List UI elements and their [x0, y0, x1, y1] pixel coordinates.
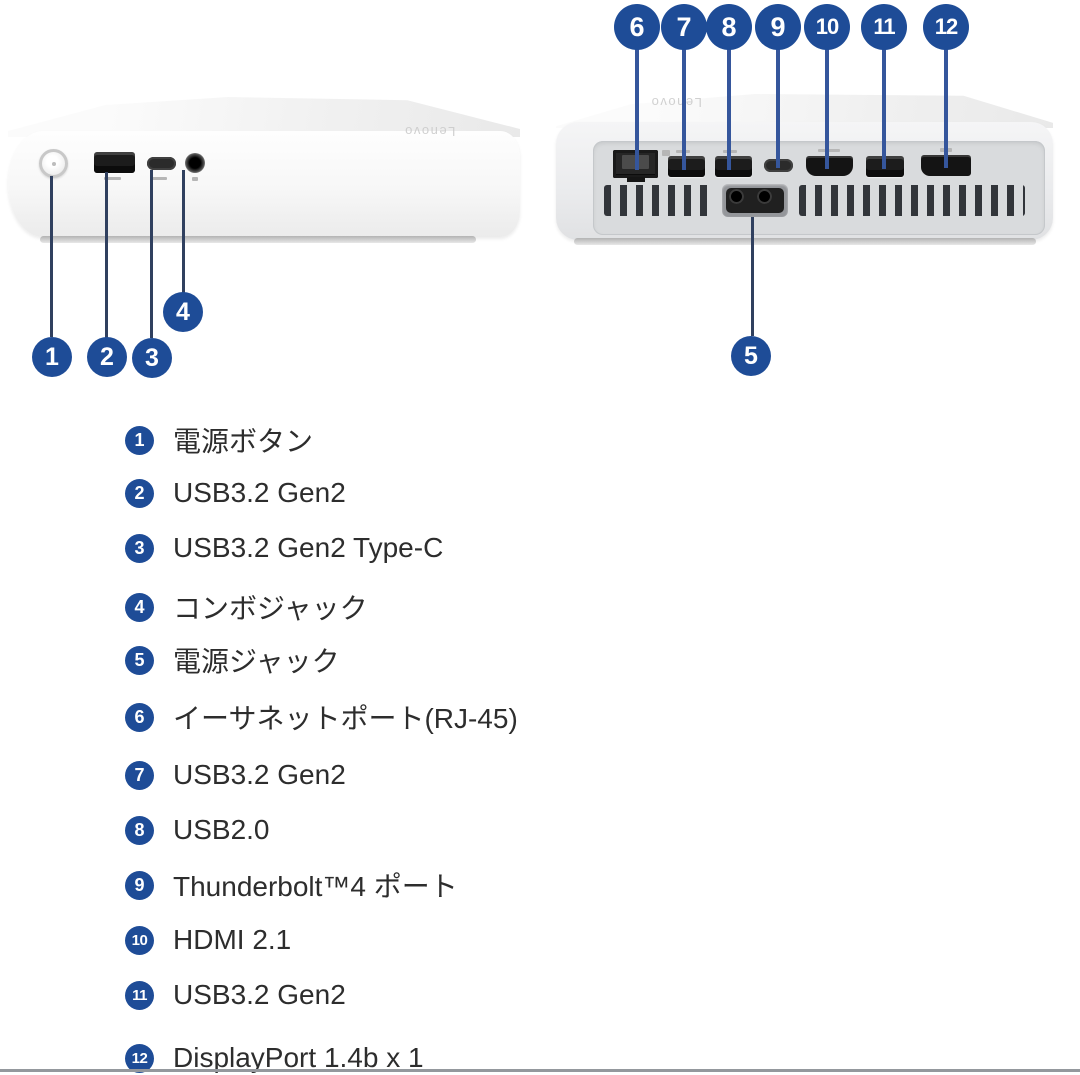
- callout-11: 11: [861, 4, 907, 50]
- legend-number-12: 12: [125, 1043, 154, 1073]
- power-inlet-pin-right: [757, 189, 772, 204]
- usb-c-speed-marking: [150, 177, 167, 180]
- usb-speed-marking: [104, 177, 121, 180]
- legend-item: 9 Thunderbolt™4 ポート: [125, 865, 458, 905]
- callout-12: 12: [923, 4, 969, 50]
- legend-label-7: USB3.2 Gen2: [173, 759, 346, 790]
- front-usb-a-port: [94, 152, 135, 173]
- legend-item: 5 電源ジャック: [125, 640, 340, 680]
- leader-line-3: [150, 170, 153, 338]
- hdmi-port: [806, 156, 853, 176]
- legend-label-3: USB3.2 Gen2 Type-C: [173, 532, 444, 563]
- legend-item: 2 USB3.2 Gen2: [125, 473, 346, 513]
- leader-line-5: [751, 217, 754, 336]
- leader-line-8: [727, 48, 731, 170]
- front-usb-c-port: [147, 157, 176, 170]
- callout-8: 8: [706, 4, 752, 50]
- callout-10: 10: [804, 4, 850, 50]
- legend-number-3: 3: [125, 533, 154, 563]
- legend-label-1: 電源ボタン: [173, 426, 314, 457]
- vent-grille-right: [799, 185, 1025, 216]
- legend-label-2: USB3.2 Gen2: [173, 477, 346, 508]
- legend-number-6: 6: [125, 702, 154, 732]
- callout-1: 1: [32, 337, 72, 377]
- legend-item: 3 USB3.2 Gen2 Type-C: [125, 528, 443, 568]
- rear-usb-a-port-7: [668, 156, 705, 177]
- power-inlet-pin-left: [729, 189, 744, 204]
- rear-usb-a-port-8: [715, 156, 752, 177]
- leader-line-9: [776, 48, 780, 168]
- network-icon: [662, 150, 670, 156]
- legend-number-7: 7: [125, 760, 154, 790]
- callout-3: 3: [132, 338, 172, 378]
- leader-line-2: [105, 172, 108, 338]
- legend-number-2: 2: [125, 478, 154, 508]
- legend-label-9: Thunderbolt™4 ポート: [173, 871, 458, 902]
- legend-number-9: 9: [125, 870, 154, 900]
- hdmi-marking: [818, 149, 840, 152]
- callout-5: 5: [731, 336, 771, 376]
- legend-item: 4 コンボジャック: [125, 587, 368, 627]
- leader-line-6: [635, 48, 639, 170]
- legend-label-6: イーサネットポート(RJ-45): [173, 703, 518, 734]
- front-device-shadow: [40, 236, 476, 243]
- legend-label-5: 電源ジャック: [173, 646, 340, 677]
- legend-item: 8 USB2.0: [125, 810, 270, 850]
- callout-6: 6: [614, 4, 660, 50]
- legend-item: 1 電源ボタン: [125, 420, 313, 460]
- vent-grille-left: [604, 185, 712, 216]
- power-inlet: [722, 184, 788, 217]
- bottom-divider: [0, 1069, 1080, 1072]
- legend-item: 6 イーサネットポート(RJ-45): [125, 697, 518, 737]
- legend-label-8: USB2.0: [173, 814, 270, 845]
- leader-line-12: [944, 48, 948, 168]
- legend-number-5: 5: [125, 645, 154, 675]
- callout-2: 2: [87, 337, 127, 377]
- ethernet-port-tab: [627, 177, 645, 182]
- rear-device-shadow: [574, 238, 1036, 245]
- power-button: [39, 149, 68, 178]
- callout-7: 7: [661, 4, 707, 50]
- front-device-image: [8, 131, 520, 237]
- callout-4: 4: [163, 292, 203, 332]
- lenovo-logo-rear: Lenovo: [650, 95, 702, 110]
- headset-icon: [192, 177, 198, 181]
- legend-item: 7 USB3.2 Gen2: [125, 755, 346, 795]
- legend-item: 10 HDMI 2.1: [125, 920, 291, 960]
- legend-number-11: 11: [125, 980, 154, 1010]
- legend-number-1: 1: [125, 425, 154, 455]
- legend-item: 12 DisplayPort 1.4b x 1: [125, 1038, 424, 1075]
- leader-line-11: [882, 48, 886, 169]
- lenovo-logo: Lenovo: [403, 124, 456, 139]
- leader-line-4: [182, 170, 185, 293]
- legend-label-12: DisplayPort 1.4b x 1: [173, 1042, 424, 1073]
- legend-label-4: コンボジャック: [173, 593, 368, 624]
- combo-jack-port: [185, 153, 205, 173]
- callout-9: 9: [755, 4, 801, 50]
- legend-label-11: USB3.2 Gen2: [173, 979, 346, 1010]
- legend-label-10: HDMI 2.1: [173, 924, 292, 955]
- legend-number-4: 4: [125, 592, 154, 622]
- legend-number-8: 8: [125, 815, 154, 845]
- leader-line-1: [50, 176, 53, 337]
- legend-item: 11 USB3.2 Gen2: [125, 975, 346, 1015]
- leader-line-10: [825, 48, 829, 169]
- legend-number-10: 10: [125, 925, 154, 955]
- leader-line-7: [682, 48, 686, 170]
